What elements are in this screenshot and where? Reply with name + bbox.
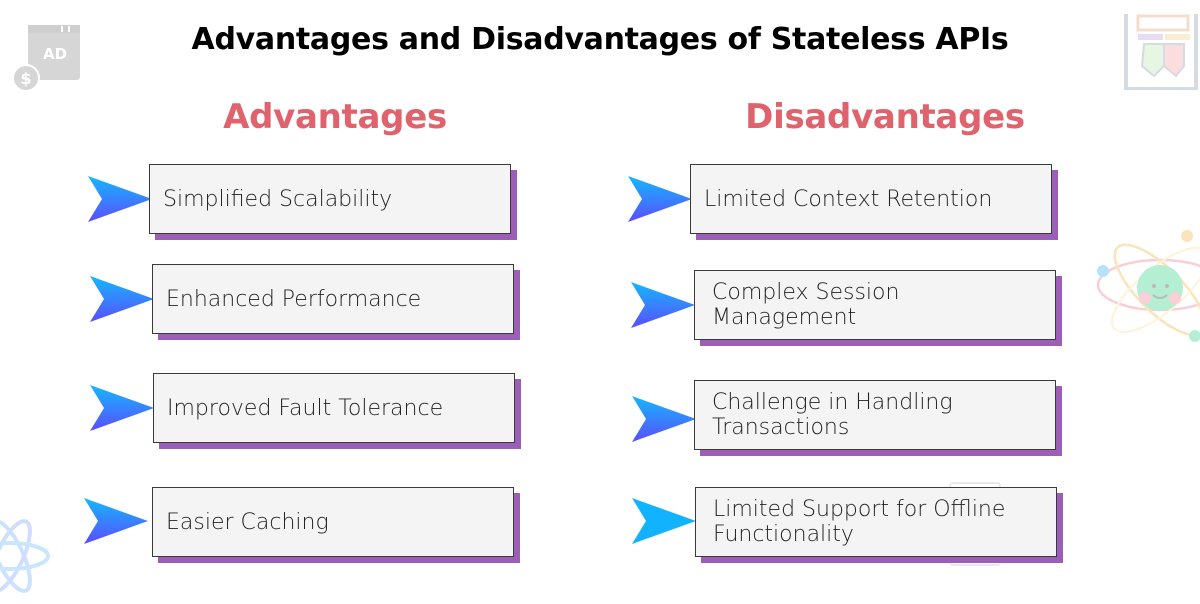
item-label: Limited Context Retention	[704, 186, 993, 212]
item-label: Simplified Scalability	[163, 186, 393, 212]
advantages-heading: Advantages	[223, 97, 447, 137]
advantage-item-improved-fault-tolerance: Improved Fault Tolerance	[153, 373, 515, 443]
svg-text:$: $	[20, 69, 31, 88]
arrow-pointer-icon	[632, 498, 696, 544]
disadvantage-item-complex-session-management: Complex Session Management	[694, 270, 1056, 340]
ad-revenue-icon: AD $	[12, 23, 81, 92]
disadvantage-item-challenge-handling-transactions: Challenge in Handling Transactions	[694, 380, 1056, 450]
item-label: Easier Caching	[166, 509, 329, 535]
item-label: Improved Fault Tolerance	[167, 395, 444, 421]
item-label: Challenge in Handling Transactions	[712, 390, 953, 440]
arrow-pointer-icon	[90, 385, 154, 431]
arrow-pointer-icon	[632, 396, 696, 442]
arrow-pointer-icon	[84, 498, 148, 544]
advantage-item-easier-caching: Easier Caching	[152, 487, 514, 557]
atom-smiley-icon	[1095, 228, 1200, 353]
item-label: Complex Session Management	[712, 280, 900, 330]
arrow-pointer-icon	[631, 282, 695, 328]
item-label: Limited Support for Offline Functionalit…	[713, 497, 1006, 547]
disadvantage-item-limited-offline-support: Limited Support for Offline Functionalit…	[695, 487, 1057, 557]
atom-icon	[0, 508, 50, 600]
page-title: Advantages and Disadvantages of Stateles…	[191, 22, 1009, 57]
advantage-item-enhanced-performance: Enhanced Performance	[152, 264, 514, 334]
svg-text:AD: AD	[43, 45, 67, 63]
disadvantage-item-limited-context-retention: Limited Context Retention	[690, 164, 1052, 234]
item-label: Enhanced Performance	[166, 286, 422, 312]
arrow-pointer-icon	[88, 176, 152, 222]
advantage-item-simplified-scalability: Simplified Scalability	[149, 164, 511, 234]
arrow-pointer-icon	[628, 176, 692, 222]
disadvantages-heading: Disadvantages	[745, 97, 1025, 137]
clothing-rack-icon	[1122, 12, 1200, 92]
arrow-pointer-icon	[90, 276, 154, 322]
